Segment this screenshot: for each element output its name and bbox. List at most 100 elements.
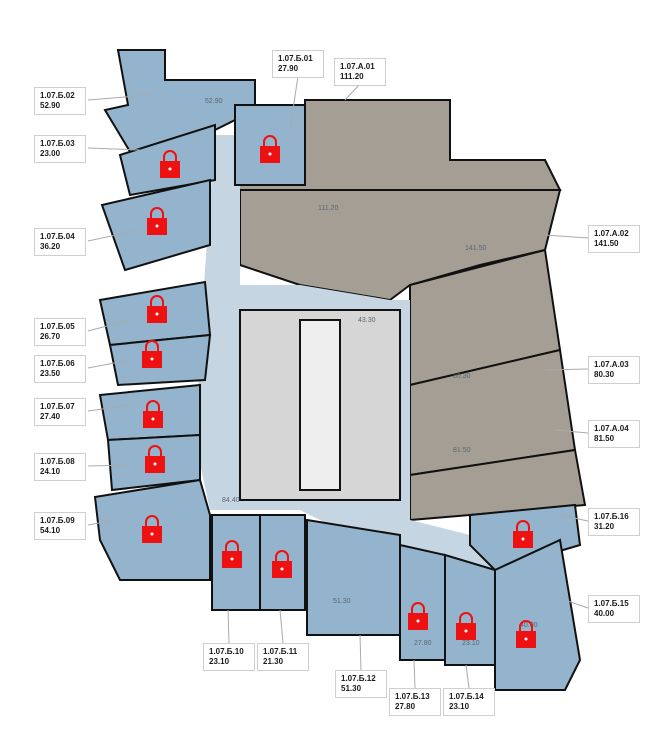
leader-line [87,404,131,412]
unit-b14-shape[interactable] [444,553,496,666]
lock-icon [222,540,242,568]
lock-icon [408,602,428,630]
area-label: 40.00 [520,622,538,629]
area-label: 81.50 [453,447,471,454]
lock-icon [147,295,167,323]
unit-id: 1.07.Б.04 [40,232,75,241]
lock-icon [145,445,165,473]
unit-id: 1.07.Б.14 [449,692,484,701]
unit-id: 1.07.Б.10 [209,647,244,656]
unit-id: 1.07.Б.16 [594,512,629,521]
lock-icon [142,340,162,368]
lock-icon [147,207,167,235]
unit-area: 51.30 [341,684,362,693]
lock-icon [143,400,163,428]
leader-line [87,94,151,101]
area-label: 52.90 [205,98,223,105]
lock-icon [272,550,292,578]
unit-area: 36.20 [40,242,61,251]
unit-id: 1.07.Б.03 [40,139,75,148]
lock-icon [456,612,476,640]
unit-b01-shape[interactable] [234,104,306,186]
unit-area: 52.90 [40,101,61,110]
lock-icon [513,520,533,548]
unit-area: 23.50 [40,369,61,378]
leader-line [544,234,589,239]
unit-id: 1.07.Б.11 [263,647,298,656]
leader-line [87,519,116,526]
leader-line [564,599,589,609]
unit-area: 80.30 [594,370,615,379]
unit-area: 23.00 [40,149,61,158]
area-label: 80.30 [453,373,471,380]
unit-area: 24.10 [40,467,61,476]
area-label: 84.40 [222,497,240,504]
unit-id: 1.07.Б.05 [40,322,75,331]
leader-line [87,359,131,369]
unit-b03-shape[interactable] [118,123,216,197]
leader-line [465,664,470,689]
leader-line [413,659,416,689]
unit-area: 27.90 [278,64,299,73]
unit-id: 1.07.Б.01 [278,54,313,63]
leader-line [344,83,361,101]
unit-id: 1.07.Б.09 [40,516,75,525]
unit-id: 1.07.Б.07 [40,402,75,411]
unit-area: 27.40 [40,412,61,421]
lock-icon [142,515,162,543]
unit-id: 1.07.А.01 [340,62,375,71]
unit-area: 27.80 [395,702,416,711]
unit-id: 1.07.Б.13 [395,692,430,701]
unit-id: 1.07.А.02 [594,229,629,238]
leader-line [554,429,589,434]
area-label: 23.10 [462,640,480,647]
unit-id: 1.07.Б.15 [594,599,629,608]
lock-icons [142,135,536,648]
lock-icon [260,135,280,163]
leader-line [359,634,362,671]
area-label: 43.30 [358,317,376,324]
leader-line [559,514,589,522]
leader-line [87,147,141,151]
unit-b15-shape[interactable] [494,538,582,691]
unit-area: 21.30 [263,657,284,666]
unit-area: 23.10 [449,702,470,711]
area-label: 27.80 [414,640,432,647]
leader-line [289,75,299,131]
unit-area: 31.20 [594,522,615,531]
leader-line [279,609,284,644]
unit-id: 1.07.Б.12 [341,674,376,683]
unit-area: 26.70 [40,332,61,341]
leader-line [87,319,131,332]
area-label: 111.20 [318,205,338,212]
area-label: 51.30 [333,598,351,605]
unit-id: 1.07.А.04 [594,424,629,433]
unit-area: 40.00 [594,609,615,618]
area-label: 141.50 [465,245,487,252]
leader-line [227,609,230,644]
lock-icon [516,620,536,648]
unit-id: 1.07.Б.06 [40,359,75,368]
unit-b12-shape[interactable] [306,518,401,636]
